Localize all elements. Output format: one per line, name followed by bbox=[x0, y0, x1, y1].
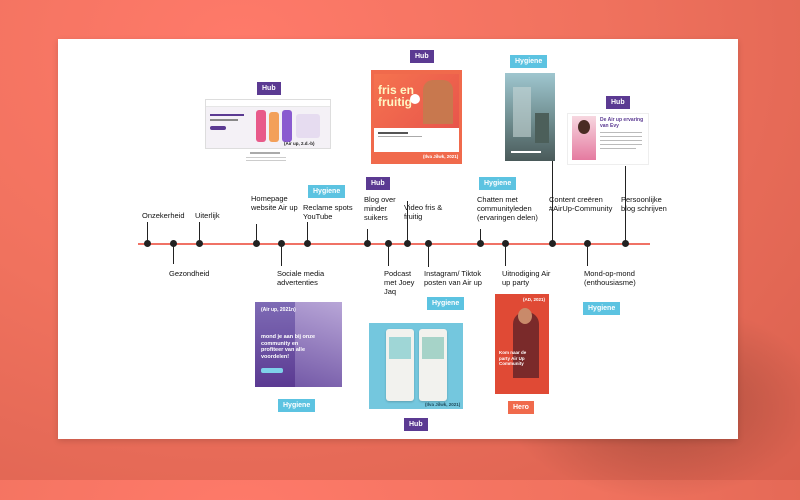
stem-social bbox=[281, 244, 282, 266]
dot-content[interactable] bbox=[549, 240, 556, 247]
shop-button bbox=[210, 126, 226, 130]
label-social: Sociale media advertenties bbox=[277, 269, 325, 287]
stem-homepage bbox=[256, 224, 257, 243]
label-video: Video fris & fruitig bbox=[404, 203, 443, 221]
bottle-orange bbox=[269, 112, 279, 142]
dot-mond[interactable] bbox=[584, 240, 591, 247]
stem-gezondheid bbox=[173, 244, 174, 264]
card-blog-evy[interactable]: De Air up ervaring van Evy bbox=[567, 113, 649, 165]
label-reclame: Reclame spots YouTube bbox=[303, 203, 353, 221]
stem-reclame bbox=[307, 222, 308, 243]
label-chatten: Chatten met communityleden (ervaringen d… bbox=[477, 195, 538, 222]
dot-gezondheid[interactable] bbox=[170, 240, 177, 247]
label-uitnodiging: Uitnodiging Air up party bbox=[502, 269, 551, 287]
social-caption: (Air up, 2021n) bbox=[261, 307, 296, 313]
timeline-line bbox=[138, 243, 650, 245]
label-instagram: Instagram/ Tiktok posten van Air up bbox=[424, 269, 482, 287]
tag-hygiene-instagram: Hygiene bbox=[427, 297, 465, 310]
social-cta-button bbox=[261, 368, 283, 373]
tag-hub-video: Hub bbox=[410, 50, 434, 63]
label-homepage: Homepage website Air up bbox=[251, 194, 298, 212]
stem-mond bbox=[587, 244, 588, 266]
card-homepage-screenshot[interactable]: (Air up, 2.d.-b) bbox=[205, 99, 331, 149]
tag-hub-homepage: Hub bbox=[257, 82, 281, 95]
party-caption: (AD, 2021) bbox=[523, 297, 546, 302]
stem-blog bbox=[367, 229, 368, 243]
social-text: mond je aan bij onze community en profit… bbox=[261, 334, 316, 360]
dot-video[interactable] bbox=[404, 240, 411, 247]
tag-hero-party: Hero bbox=[508, 401, 534, 414]
tag-hygiene-content: Hygiene bbox=[510, 55, 548, 68]
dot-instagram[interactable] bbox=[425, 240, 432, 247]
dot-uitnodiging[interactable] bbox=[502, 240, 509, 247]
stem-onzekerheid bbox=[147, 222, 148, 243]
tag-hygiene-mond: Hygiene bbox=[583, 302, 621, 315]
tower-image bbox=[513, 87, 531, 137]
play-icon[interactable] bbox=[410, 94, 420, 104]
stem-persoonlijke bbox=[625, 166, 626, 243]
stem-podcast bbox=[388, 244, 389, 266]
podcast-caption: (Ilva Jilwk, 2021) bbox=[425, 402, 461, 407]
stem-uitnodiging bbox=[505, 244, 506, 266]
dot-social[interactable] bbox=[278, 240, 285, 247]
tag-hub-blog: Hub bbox=[366, 177, 390, 190]
card-social-ad[interactable]: (Air up, 2021n) mond je aan bij onze com… bbox=[255, 302, 342, 387]
label-mond: Mond-op-mond (enthousiasme) bbox=[584, 269, 636, 287]
dot-chatten[interactable] bbox=[477, 240, 484, 247]
label-gezondheid: Gezondheid bbox=[169, 269, 210, 278]
tag-hygiene-chatten: Hygiene bbox=[479, 177, 517, 190]
dot-uiterlijk[interactable] bbox=[196, 240, 203, 247]
stem-instagram bbox=[428, 244, 429, 267]
bottle-pink bbox=[256, 110, 266, 142]
label-onzekerheid: Onzekerheid bbox=[142, 211, 185, 220]
stem-uiterlijk bbox=[199, 222, 200, 243]
label-uiterlijk: Uiterlijk bbox=[195, 211, 220, 220]
dot-podcast[interactable] bbox=[385, 240, 392, 247]
tag-hygiene-reclame: Hygiene bbox=[308, 185, 346, 198]
video-caption: (Ilva Jilwk, 2021) bbox=[423, 154, 459, 159]
stem-video bbox=[407, 201, 408, 243]
tag-hub-persoonlijke: Hub bbox=[606, 96, 630, 109]
browser-bar bbox=[206, 100, 330, 107]
card-podcast[interactable]: (Ilva Jilwk, 2021) bbox=[369, 323, 463, 409]
dot-homepage[interactable] bbox=[253, 240, 260, 247]
bottle-purple bbox=[282, 110, 292, 142]
card-party[interactable]: (AD, 2021) Kom naar de party Air Up Comm… bbox=[495, 294, 549, 394]
dot-blog[interactable] bbox=[364, 240, 371, 247]
crowd-photo bbox=[295, 302, 342, 387]
dot-persoonlijke[interactable] bbox=[622, 240, 629, 247]
label-podcast: Podcast met Joey Jaq bbox=[384, 269, 415, 296]
video-title: fris en fruitig bbox=[378, 83, 415, 109]
customer-journey-board: Onzekerheid Gezondheid Uiterlijk Homepag… bbox=[58, 39, 738, 439]
tag-hub-podcast: Hub bbox=[404, 418, 428, 431]
party-text: Kom naar de party Air Up Community bbox=[499, 350, 527, 366]
dot-onzekerheid[interactable] bbox=[144, 240, 151, 247]
stem-chatten bbox=[480, 229, 481, 243]
stem-content bbox=[552, 159, 553, 243]
dot-reclame[interactable] bbox=[304, 240, 311, 247]
label-content: Content creëren #AirUp-Community bbox=[549, 195, 613, 213]
card-community-content[interactable] bbox=[505, 73, 555, 161]
homepage-caption: (Air up, 2.d.-b) bbox=[284, 141, 315, 146]
tag-hygiene-social: Hygiene bbox=[278, 399, 316, 412]
label-persoonlijke: Persoonlijke blog schrijven bbox=[621, 195, 667, 213]
card-video-fris-fruitig[interactable]: fris en fruitig (Ilva Jilwk, 2021) bbox=[371, 70, 462, 164]
person-image bbox=[423, 80, 453, 124]
blog-title: De Air up ervaring van Evy bbox=[600, 117, 644, 129]
label-blog: Blog over minder suikers bbox=[364, 195, 396, 222]
